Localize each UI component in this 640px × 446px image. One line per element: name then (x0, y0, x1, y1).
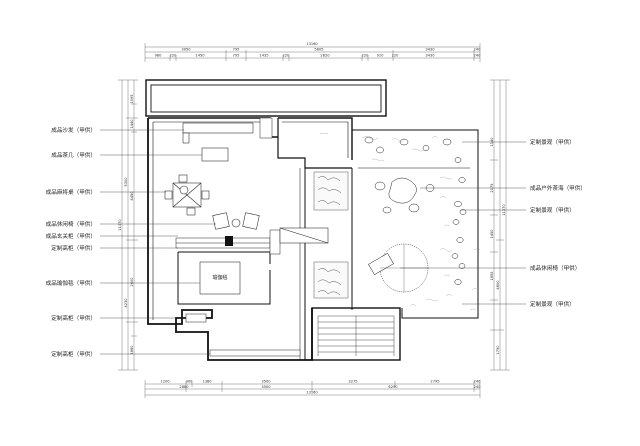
dim-bottom-r1-0: 1200 (160, 380, 170, 384)
dim-left-4: 4450 (130, 191, 134, 201)
dim-bottom-r2-2: 6290 (388, 385, 398, 389)
yoga-mat-label: 瑜伽毯 (212, 274, 227, 281)
yoga-mat (199, 261, 241, 295)
dim-top-total: 13160 (306, 42, 318, 46)
black-column (225, 236, 233, 246)
garden-leisure-chair (368, 252, 394, 276)
stair-room (311, 307, 401, 361)
label-left-tall-cabinet-1: 定制高柜（甲供） (51, 244, 96, 252)
right-dimensions (490, 79, 510, 371)
planter-top (313, 171, 349, 211)
dim-right-3: 1855 (490, 271, 494, 280)
dim-top-r2-3: 795 (233, 54, 240, 58)
dim-left-0: 1095 (130, 94, 134, 103)
left-dimensions (118, 79, 138, 371)
dim-bottom-r1-6: 240 (474, 380, 482, 384)
furniture (164, 122, 329, 295)
label-left-tall-cabinet-2: 定制高柜（甲供） (51, 314, 96, 322)
garden (364, 136, 467, 293)
dim-bottom-r1-2: 1380 (202, 380, 212, 384)
dim-bottom-r1-5: 2795 (430, 380, 439, 384)
dim-top-r2-6: 2820 (320, 54, 330, 58)
coffee-table (201, 147, 229, 162)
right-room-outline (278, 117, 353, 160)
dim-top-r2-1: 220 (170, 54, 178, 58)
dim-right-5: 4800 (496, 280, 500, 290)
dim-top-r2-9: 220 (392, 54, 400, 58)
dim-top-r2-10: 3430 (425, 54, 435, 58)
dim-top-r1-0: 3050 (181, 48, 191, 52)
dim-bottom-r2-3: 240 (474, 385, 482, 389)
dim-top-r2-0: 980 (155, 54, 163, 58)
planter-bottom (313, 261, 349, 299)
leisure-chair-2 (242, 212, 260, 230)
label-left-sofa: 成品沙发（甲供） (51, 126, 96, 134)
label-left-leisure-chair: 成品休闲椅（甲供） (46, 220, 96, 228)
leaders-left (100, 129, 216, 355)
label-left-mahjong-table: 成品麻将桌（甲供） (46, 188, 96, 196)
dim-left-7: 1860 (130, 345, 134, 355)
dim-bottom-r1-1: 300 (186, 380, 194, 384)
label-left-yoga-mat: 成品瑜伽毯（甲供） (46, 279, 96, 287)
label-right-leisure-chair: 成品休闲椅（甲供） (530, 264, 580, 272)
dim-bottom-r2-0: 2880 (179, 385, 189, 389)
dim-top-r2-4: 1435 (259, 54, 268, 58)
dim-left-1: 1440 (130, 119, 134, 129)
mahjong-marker (179, 185, 189, 195)
dim-right-2: 1450 (490, 229, 494, 239)
stair-treads (317, 315, 395, 356)
dim-left-2: 5300 (124, 177, 128, 187)
tea-sea (388, 177, 417, 204)
garden-foliage (361, 136, 481, 311)
dim-bottom-r1-4: 3275 (348, 380, 357, 384)
label-left-tall-cabinet-3: 定制高柜（甲供） (51, 350, 96, 358)
dim-top-r1-1: 795 (233, 48, 240, 52)
dim-top-r2-8: 910 (377, 54, 385, 58)
leisure-chair-1 (212, 212, 230, 230)
dim-top-r2-5: 220 (283, 54, 291, 58)
dim-left-3: 11370 (118, 219, 122, 231)
bottom-dimensions (144, 380, 481, 398)
room-tag-1: — — (320, 131, 328, 135)
label-right-landscape-3: 定制景观（甲供） (530, 300, 575, 308)
dim-top-r1-2: 5605 (314, 48, 323, 52)
garden-boundary (352, 129, 479, 319)
label-right-outdoor-tea-sea: 成品户外茶海（甲供） (530, 184, 586, 192)
top-dimensions (144, 43, 481, 62)
dim-top-r1-3: 3430 (425, 48, 435, 52)
dim-bottom-r2-1: 3500 (261, 385, 271, 389)
dim-left-6: 4230 (124, 298, 128, 308)
top-balcony (145, 79, 387, 117)
dim-bottom-total: 13160 (306, 391, 318, 395)
dim-right-0: 1140 (490, 137, 494, 147)
leaders-right (400, 141, 526, 305)
dim-top-r2-2: 1450 (195, 54, 205, 58)
dim-top-r2-7: 220 (362, 54, 370, 58)
dim-right-4: 11370 (502, 204, 506, 216)
dim-left-5: 2600 (130, 277, 134, 287)
label-right-landscape-1: 定制景观（甲供） (530, 138, 575, 146)
dim-bottom-r1-3: 3500 (261, 380, 271, 384)
dim-top-r1-4: 240 (474, 48, 482, 52)
sofa (182, 122, 254, 134)
label-right-landscape-2: 定制景观（甲供） (530, 206, 575, 214)
cabinets (175, 117, 301, 357)
planters (313, 171, 349, 299)
dim-top-r2-11: 240 (474, 54, 482, 58)
label-left-entry-cabinet: 成品玄关柜（甲供） (46, 232, 96, 240)
label-left-coffee-table: 成品茶几（甲供） (51, 151, 96, 159)
dim-right-6: 1790 (496, 345, 500, 355)
